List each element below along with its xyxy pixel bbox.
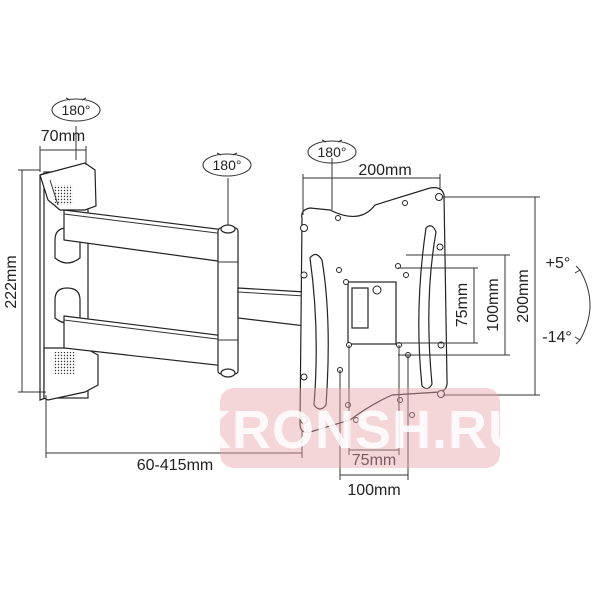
- rotation-plate-label: 180°: [318, 144, 347, 160]
- tilt-down-label: -14°: [542, 329, 572, 346]
- watermark-text: KRONSH.RU: [192, 400, 528, 460]
- rotation-plate-badge: 180°: [307, 139, 357, 164]
- watermark: KRONSH.RU: [192, 388, 528, 468]
- vesa-width-label: 200mm: [358, 162, 411, 179]
- tilt-up-label: +5°: [546, 255, 571, 272]
- rotation-arm-label: 180°: [213, 157, 242, 173]
- rotation-arm-badge: 180°: [202, 152, 252, 177]
- vesa-plate: [299, 187, 448, 433]
- vesa-75-horizontal-label: 75mm: [352, 452, 396, 469]
- extension-range-label: 60-415mm: [137, 457, 213, 474]
- wall-plate-width-label: 70mm: [41, 128, 85, 145]
- vesa-height-label: 200mm: [515, 269, 532, 322]
- vesa-100-horizontal-label: 100mm: [347, 482, 400, 499]
- rotation-wall-label: 180°: [62, 102, 91, 118]
- arm-hinge: [217, 224, 239, 378]
- dimension-lines: [18, 126, 591, 480]
- front-arm: [237, 287, 306, 327]
- wall-plate-height-label: 222mm: [3, 255, 20, 308]
- vesa-100-vertical-label: 100mm: [485, 278, 502, 331]
- rotation-wall-badge: 180°: [51, 97, 101, 122]
- vesa-75-vertical-label: 75mm: [454, 283, 471, 327]
- wall-plate: [39, 162, 99, 401]
